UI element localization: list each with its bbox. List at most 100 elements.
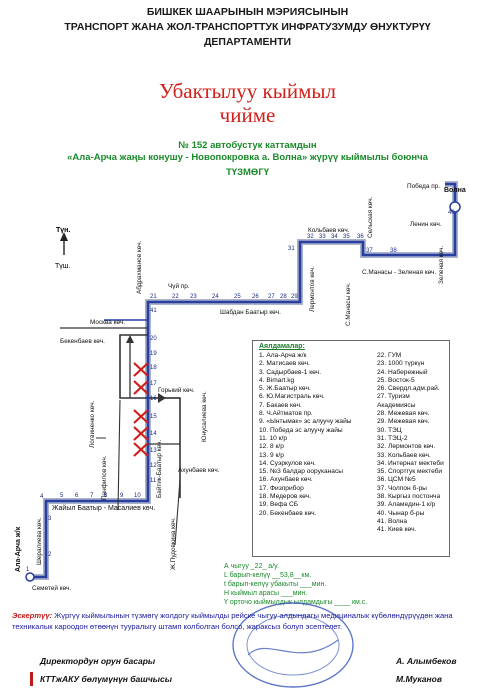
street-lermontov: Лермонтов көч. <box>309 266 316 312</box>
legend-stop: 23. 1000 түркүн <box>377 360 425 368</box>
svg-text:12: 12 <box>150 463 157 469</box>
end-terminal <box>449 201 461 213</box>
title-line2: чийме <box>219 103 276 127</box>
street-sheralieva: Шералиева көч. <box>36 517 43 565</box>
header-line3: ДЕПАРТАМЕНТИ <box>203 36 292 48</box>
street-manas: С.Манасы - Зеленая көч. <box>362 269 436 276</box>
street-yunusalieva: Юнусалиева көч. <box>201 391 208 442</box>
street-logvinenko: Логвиненко көч. <box>89 400 96 448</box>
svg-text:8: 8 <box>104 493 108 499</box>
street-bekenbaev: Бекенбаев көч. <box>60 337 105 345</box>
svg-text:40: 40 <box>448 210 455 216</box>
official-stamp <box>232 602 354 688</box>
svg-text:38: 38 <box>390 248 397 254</box>
svg-text:27: 27 <box>268 294 275 300</box>
legend-stop: 1. Ала-Арча ж/к <box>259 352 307 359</box>
svg-text:14: 14 <box>150 431 157 437</box>
note-label: Эскертүү: <box>12 611 53 620</box>
svg-text:1: 1 <box>26 567 30 573</box>
legend-stop: 24. Набережный <box>377 368 428 376</box>
legend-stop: 16. Ахунбаев көч. <box>259 476 313 484</box>
legend-stop: 27. Туризм Академиясы <box>377 393 416 409</box>
street-zelenaya: Зеленая көч. <box>438 246 445 284</box>
street-abdrakhmanov: Абдрахманов көч. <box>135 240 143 294</box>
legend-stop: 19. Вефа СБ <box>259 501 299 509</box>
start-label: Ала-Арча ж/к <box>15 526 22 572</box>
legend-stop: 20. Бекенбаев көч. <box>259 509 317 517</box>
svg-text:31: 31 <box>288 246 295 252</box>
svg-text:11: 11 <box>150 478 157 484</box>
legend-stop: 25. Восток-5 <box>377 376 415 384</box>
legend-stop: 28. Межевая көч. <box>377 410 430 418</box>
street-manas-v: С.Манасы көч. <box>345 282 352 326</box>
street-lenin: Ленин көч. <box>410 221 442 228</box>
end-label: Волна <box>444 187 466 194</box>
svg-text:3: 3 <box>48 516 52 522</box>
svg-text:7: 7 <box>90 493 94 499</box>
note: Эскертүү: Жүргүү кыймылынын түзмөгү жолд… <box>12 611 484 632</box>
street-zhayil: Жайыл Баатыр - Масалиев көч. <box>52 504 155 512</box>
svg-text:36: 36 <box>357 234 364 240</box>
route-info-line2: L барып-келүү __53,8__км. <box>224 572 312 579</box>
header-line2: ТРАНСПОРТ ЖАНА ЖОЛ-ТРАНСПОРТТУК ИНФРАТУЗ… <box>64 21 431 33</box>
legend-stop: 40. Чынар б-ры <box>377 509 425 517</box>
legend-stop: 39. Аламедин-1 к/р <box>377 501 436 509</box>
svg-text:15: 15 <box>150 414 157 420</box>
legend-stop: 26. Свердл.адм.рай. <box>377 385 440 393</box>
svg-text:23: 23 <box>190 294 197 300</box>
note-text: Жүргүү кыймылынын түзмөгү жолдогу кыймыл… <box>12 611 453 631</box>
signature-name-1: А. Алымбеков <box>396 656 457 666</box>
signature-role-1: Директордун орун басары <box>40 656 156 666</box>
route-info-line4: Н кыймыл арасы ___мин. <box>224 590 308 597</box>
legend-stop: 15. №3 балдар ооруканасы <box>259 468 343 476</box>
legend-stop: 2. Матисаев көч. <box>259 360 310 368</box>
svg-text:33: 33 <box>319 234 326 240</box>
start-terminal <box>25 572 35 582</box>
signature-role-2: КТТжАКУ бөлүмүнүн башчысы <box>40 674 173 684</box>
svg-text:16: 16 <box>150 396 157 402</box>
svg-text:32: 32 <box>307 234 314 240</box>
legend-stop: 18. Медеров көч. <box>259 493 312 501</box>
legend-stop: 12. 8 к/р <box>259 443 284 451</box>
street-moskva: Москва көч. <box>90 319 125 326</box>
legend-stop: 36. ЦСМ №5 <box>377 476 416 484</box>
svg-text:6: 6 <box>75 493 79 499</box>
signature-marker <box>30 672 33 686</box>
route-info-line3: t барып-келүү убакыты ___мин. <box>224 581 327 588</box>
svg-text:4: 4 <box>40 494 44 500</box>
legend-stop: 11. 10 к/р <box>259 434 288 442</box>
street-gorkiy: Горький көч. <box>158 386 195 394</box>
subtitle-line3: ТҮЗМӨГҮ <box>225 167 269 178</box>
street-selskaya: Сельская көч. <box>367 196 374 238</box>
svg-text:18: 18 <box>150 365 157 371</box>
street-panfilov: Панфилов көч. <box>101 455 108 500</box>
legend-stop: 4. Bimart.kg <box>259 376 295 384</box>
signature-name-2: М.Муканов <box>396 674 442 684</box>
legend-stop: 5. Ж.Баатыр көч. <box>259 385 311 393</box>
street-semetei: Семетей көч. <box>32 584 71 592</box>
svg-text:17: 17 <box>150 381 157 387</box>
street-pobeda: Победа пр. <box>407 182 440 190</box>
legend-stop: 34. Интернат мектеби <box>377 459 444 467</box>
legend-stop: 17. Физприбор <box>259 484 304 492</box>
street-kolbaev: Кольбаев көч. <box>308 226 350 234</box>
compass: Түн. Түш. <box>55 227 70 270</box>
svg-text:41: 41 <box>150 308 157 314</box>
subtitle-line1: № 152 автобустук каттамдын <box>178 140 317 151</box>
legend-stop: 3. Садырбаев-1 көч. <box>259 368 322 376</box>
svg-text:9: 9 <box>120 493 124 499</box>
svg-text:37: 37 <box>366 248 373 254</box>
street-akhunbaev: Ахунбаев көч. <box>178 466 220 474</box>
svg-text:25: 25 <box>234 294 241 300</box>
legend-stop: 10. Победа эс алуучу жайы <box>259 426 343 434</box>
legend-stop: 9. «Ынтымак» эс алуучу жайы <box>259 418 352 426</box>
svg-text:19: 19 <box>150 351 157 357</box>
svg-text:2: 2 <box>48 552 52 558</box>
svg-text:20: 20 <box>150 336 157 342</box>
street-pudovkina: Ж.Пудовкина көч. <box>170 517 177 570</box>
subtitle-line2: «Ала-Арча жаңы конушу - Новопокровка а. … <box>67 152 428 163</box>
svg-text:21: 21 <box>150 294 157 300</box>
stop-numbers: 1 2 3 4 5 6 7 8 9 10 11 12 13 14 15 16 1… <box>26 210 455 573</box>
street-baytik: Байтик-Баатыр көч. <box>155 440 163 498</box>
